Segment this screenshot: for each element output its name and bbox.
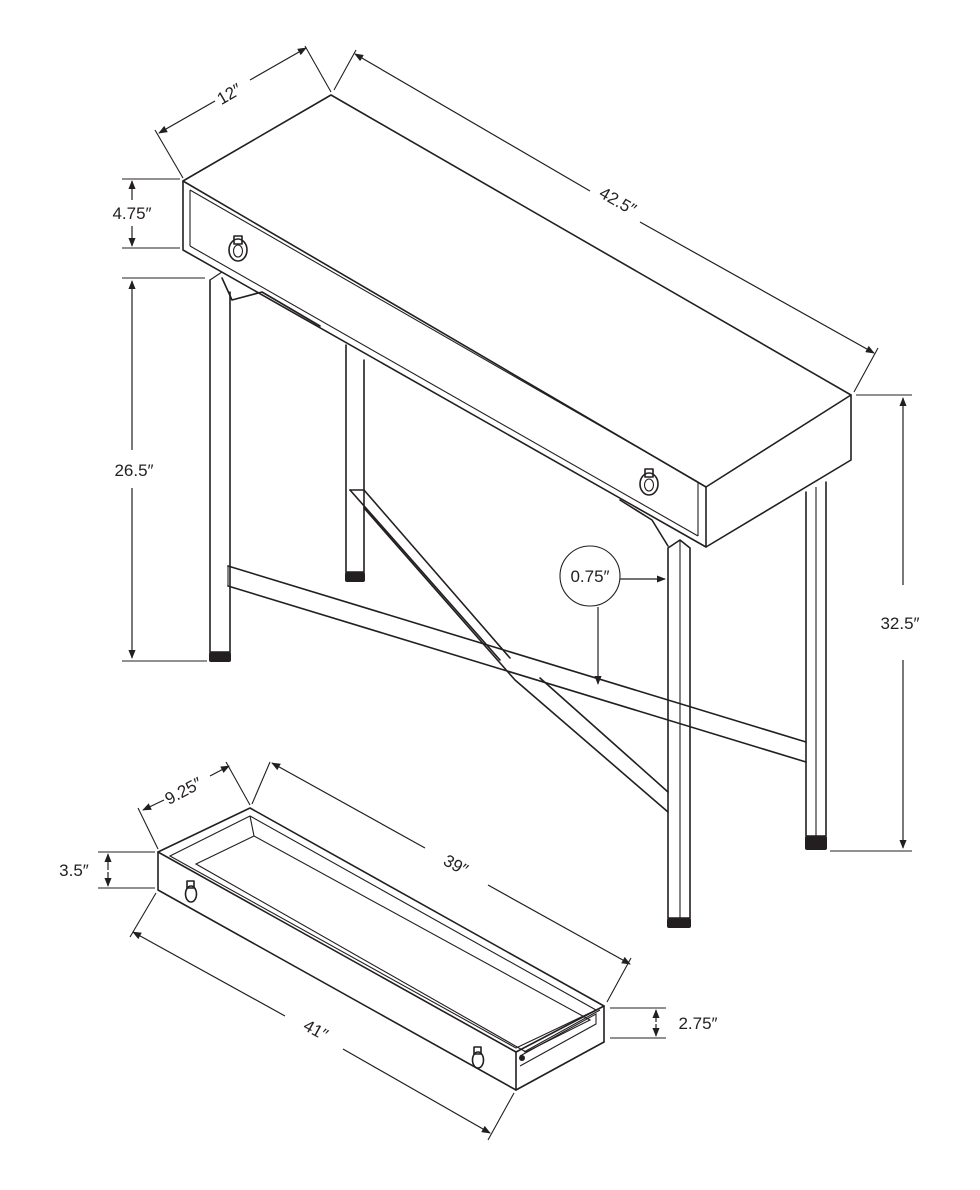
drawer-front-height-label: 4.75″ bbox=[112, 204, 151, 223]
drawer-front-height-dimension: 3.5″ bbox=[59, 851, 155, 889]
stretcher-bar bbox=[227, 565, 807, 763]
back-left-leg bbox=[345, 344, 365, 582]
front-right-upper-brace bbox=[619, 499, 669, 547]
clearance-height-label: 26.5″ bbox=[114, 461, 153, 480]
diagonal-brace bbox=[349, 489, 669, 813]
front-left-upper-brace bbox=[221, 277, 321, 327]
front-left-leg bbox=[209, 271, 231, 662]
clearance-height-dimension: 26.5″ bbox=[114, 277, 207, 662]
table-length-label: 42.5″ bbox=[596, 183, 639, 219]
table-length-dimension: 42.5″ bbox=[333, 49, 879, 393]
table-depth-label: 12″ bbox=[214, 80, 245, 109]
drawer-front-height-label: 3.5″ bbox=[59, 861, 89, 880]
total-height-dimension: 32.5″ bbox=[830, 394, 920, 852]
drawer-pull-right bbox=[639, 468, 659, 496]
drawer-outer-length-dimension: 41″ bbox=[129, 892, 515, 1141]
drawer-inner-length-label: 39″ bbox=[440, 851, 471, 880]
drawer-depth-label: 9.25″ bbox=[162, 774, 205, 809]
drawer-inner-length-dimension: 39″ bbox=[251, 761, 632, 1003]
front-right-leg bbox=[667, 539, 691, 928]
drawer-drawing bbox=[157, 807, 605, 1091]
leg-thickness-callout: 0.75″ bbox=[559, 545, 666, 685]
drawer-front-height-dimension: 4.75″ bbox=[112, 178, 180, 249]
table-top bbox=[182, 94, 852, 548]
back-right-leg bbox=[805, 481, 827, 850]
drawer-pull-front-right bbox=[471, 1046, 485, 1069]
table-depth-dimension: 12″ bbox=[154, 45, 332, 179]
drawer-side-height-label: 2.75″ bbox=[678, 1014, 717, 1033]
total-height-label: 32.5″ bbox=[880, 614, 919, 633]
drawer-depth-dimension: 9.25″ bbox=[137, 761, 251, 850]
drawer-side-height-dimension: 2.75″ bbox=[610, 1007, 718, 1039]
drawer-pull-front-left bbox=[184, 880, 198, 903]
drawer-pull-left bbox=[228, 235, 248, 262]
leg-thickness-label: 0.75″ bbox=[570, 567, 609, 586]
drawer-outer-length-label: 41″ bbox=[300, 1016, 331, 1045]
console-table-drawing bbox=[182, 94, 852, 928]
